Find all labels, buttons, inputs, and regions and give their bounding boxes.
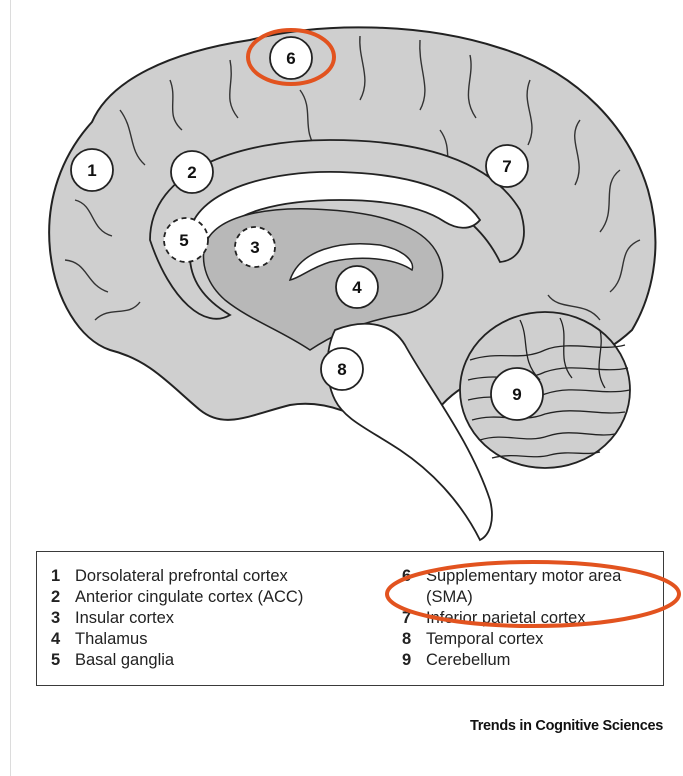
marker-2: 2	[171, 151, 213, 193]
marker-5: 5	[164, 218, 208, 262]
legend-label: Basal ganglia	[75, 650, 174, 671]
legend-number: 4	[51, 629, 75, 650]
legend-box: 1 Dorsolateral prefrontal cortex 2 Anter…	[36, 551, 664, 686]
legend-number: 8	[402, 629, 426, 650]
publisher-credit: Trends in Cognitive Sciences	[470, 718, 663, 734]
legend-item-cerebellum: 9 Cerebellum	[402, 650, 636, 671]
marker-1: 1	[71, 149, 113, 191]
svg-text:5: 5	[179, 231, 188, 250]
legend-left-column: 1 Dorsolateral prefrontal cortex 2 Anter…	[51, 566, 303, 671]
marker-9: 9	[491, 368, 543, 420]
cerebellum	[460, 312, 630, 468]
legend-number: 7	[402, 608, 426, 629]
marker-4: 4	[336, 266, 378, 308]
legend-number: 1	[51, 566, 75, 587]
legend-item-dorsolateral-prefrontal-cortex: 1 Dorsolateral prefrontal cortex	[51, 566, 303, 587]
marker-3: 3	[235, 227, 275, 267]
svg-text:9: 9	[512, 385, 521, 404]
legend-number: 6	[402, 566, 426, 608]
marker-8: 8	[321, 348, 363, 390]
legend-number: 9	[402, 650, 426, 671]
legend-number: 2	[51, 587, 75, 608]
svg-text:2: 2	[187, 163, 196, 182]
legend-number: 3	[51, 608, 75, 629]
legend-item-thalamus: 4 Thalamus	[51, 629, 303, 650]
legend-label: Insular cortex	[75, 608, 174, 629]
svg-text:3: 3	[250, 238, 259, 257]
legend-item-supplementary-motor-area: 6 Supplementary motor area (SMA)	[402, 566, 636, 608]
brain-sagittal-diagram: 1 2 3 4 5 6 7 8 9	[0, 0, 683, 545]
marker-7: 7	[486, 145, 528, 187]
legend-right-column: 6 Supplementary motor area (SMA) 7 Infer…	[402, 566, 636, 671]
legend-item-inferior-parietal-cortex: 7 Inferior parietal cortex	[402, 608, 636, 629]
legend-label: Cerebellum	[426, 650, 510, 671]
legend-label: Anterior cingulate cortex (ACC)	[75, 587, 303, 608]
svg-text:4: 4	[352, 278, 362, 297]
svg-text:7: 7	[502, 157, 511, 176]
svg-text:6: 6	[286, 49, 295, 68]
svg-text:1: 1	[87, 161, 96, 180]
legend-item-temporal-cortex: 8 Temporal cortex	[402, 629, 636, 650]
legend-label: Temporal cortex	[426, 629, 543, 650]
legend-label: Supplementary motor area (SMA)	[426, 566, 636, 608]
legend-item-basal-ganglia: 5 Basal ganglia	[51, 650, 303, 671]
legend-item-anterior-cingulate-cortex: 2 Anterior cingulate cortex (ACC)	[51, 587, 303, 608]
legend-item-insular-cortex: 3 Insular cortex	[51, 608, 303, 629]
legend-number: 5	[51, 650, 75, 671]
svg-text:8: 8	[337, 360, 346, 379]
legend-label: Inferior parietal cortex	[426, 608, 586, 629]
legend-label: Dorsolateral prefrontal cortex	[75, 566, 288, 587]
legend-label: Thalamus	[75, 629, 147, 650]
